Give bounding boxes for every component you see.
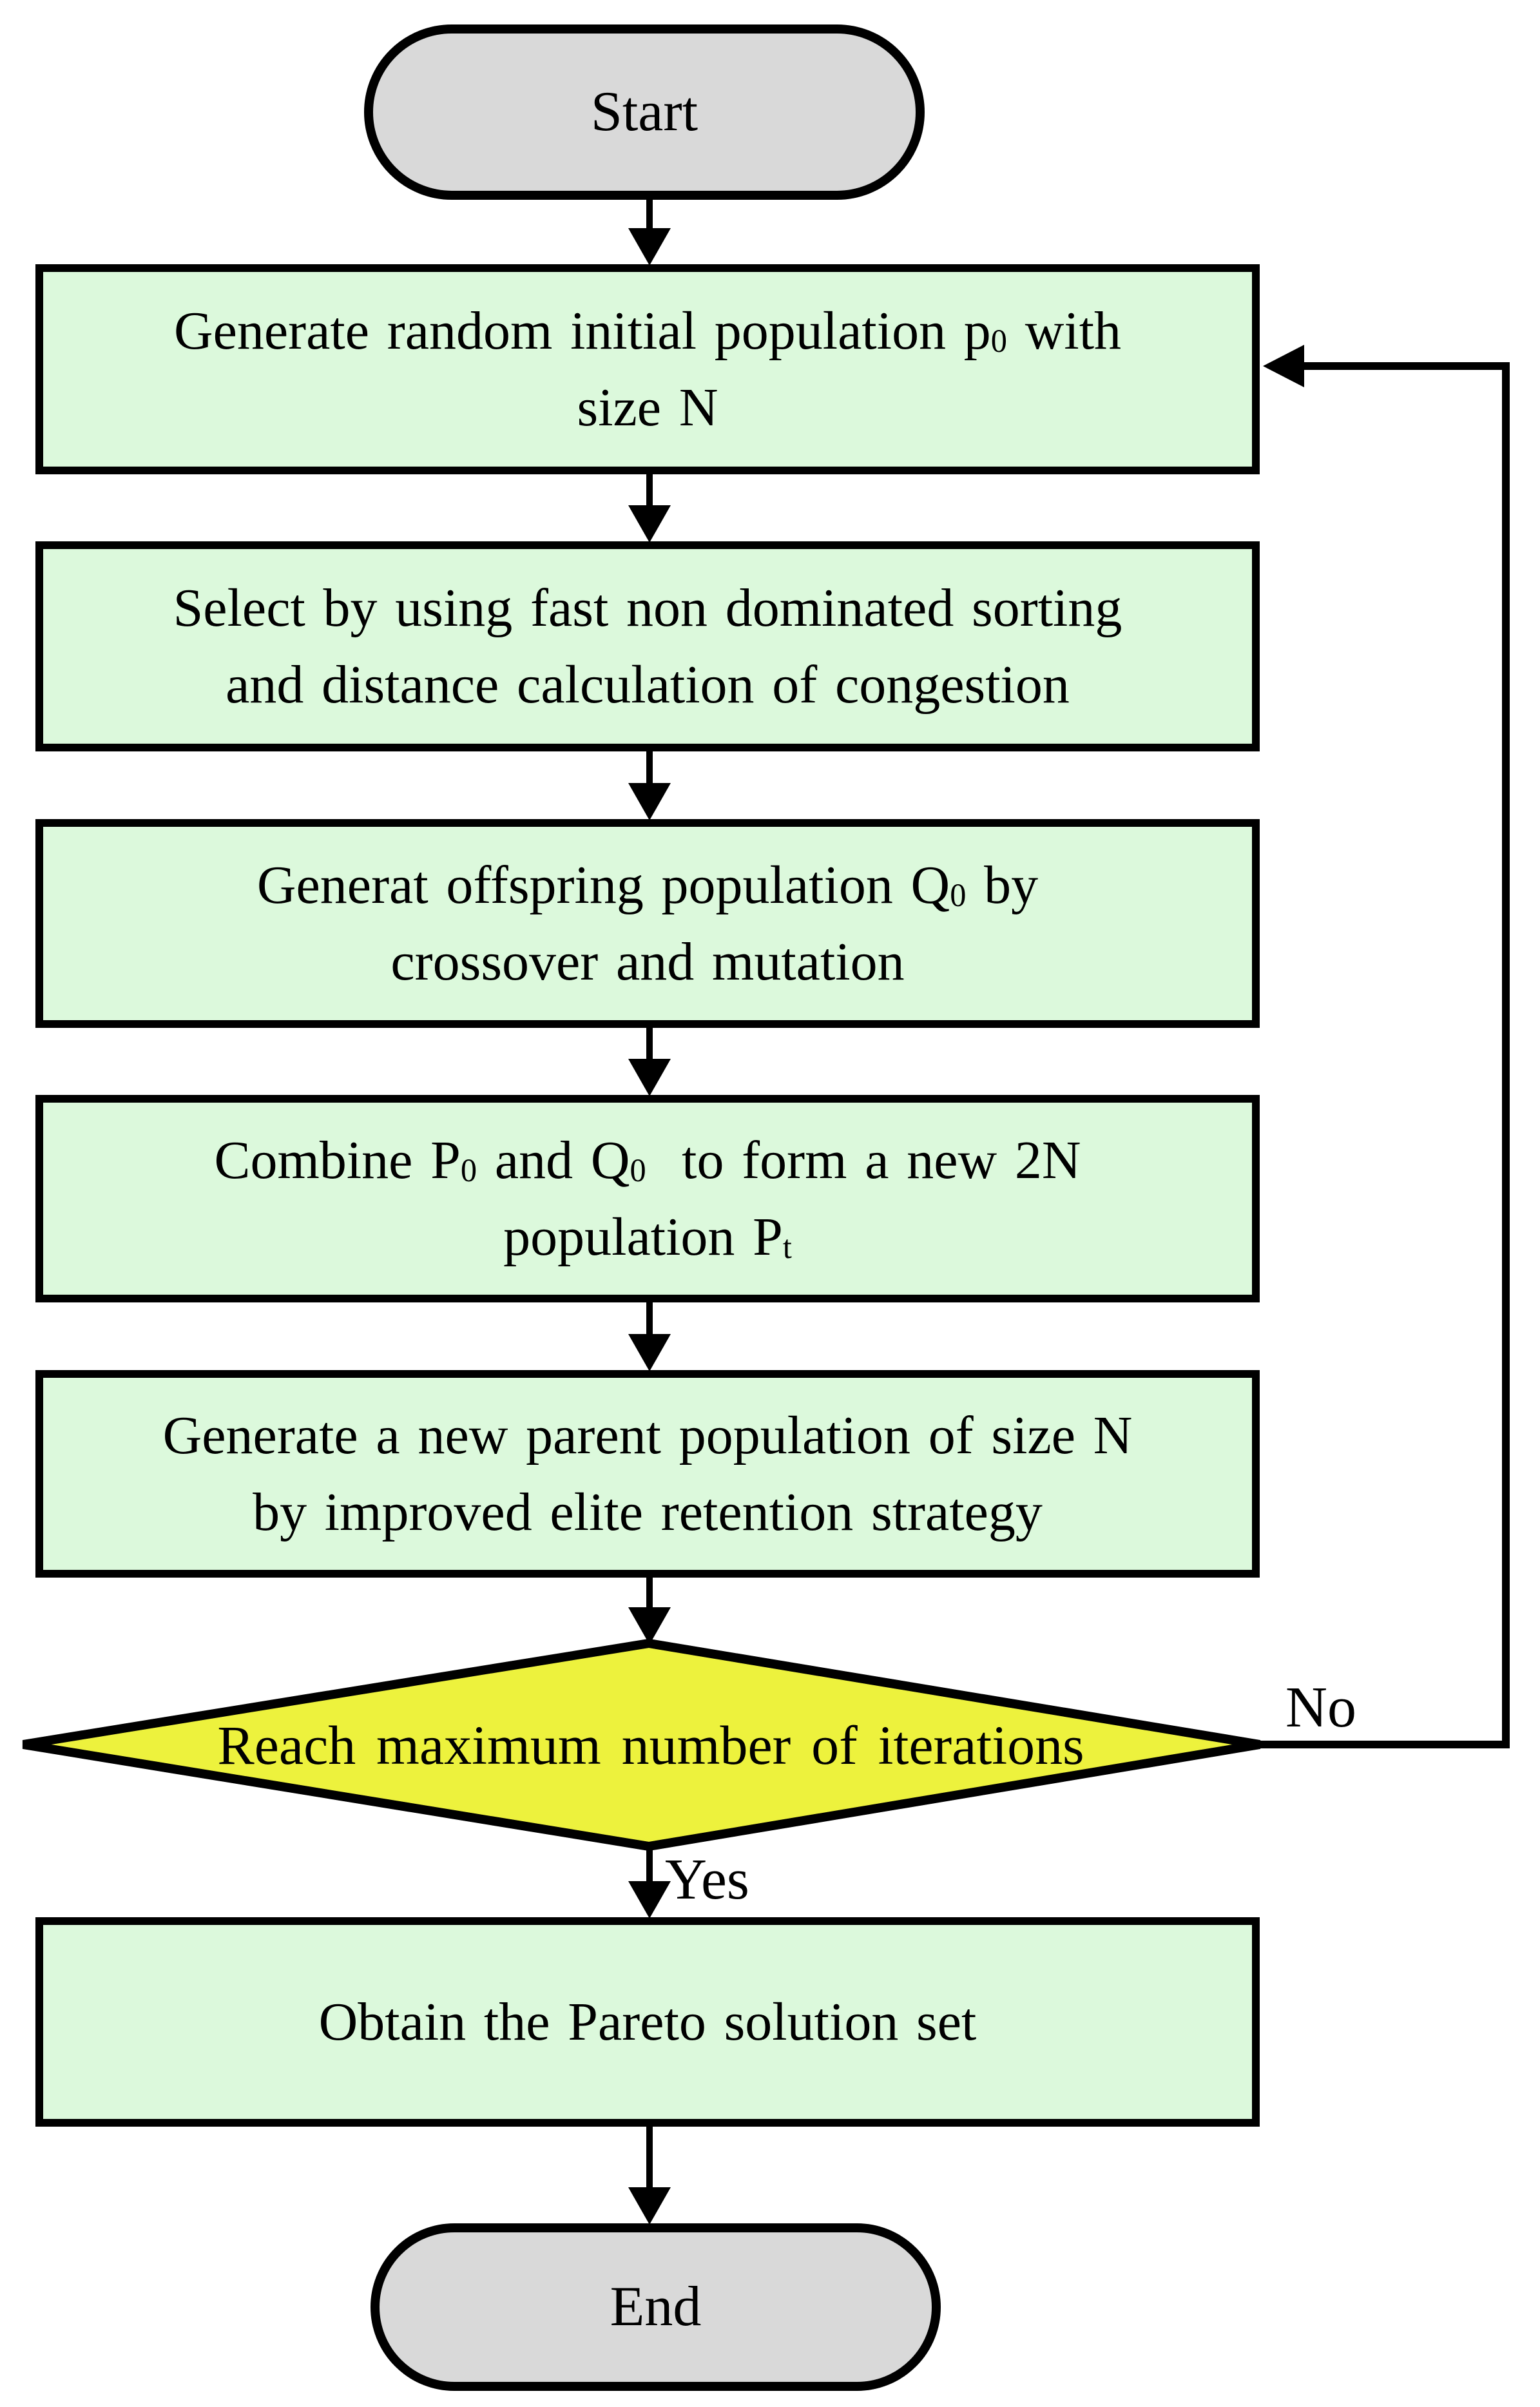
text-line: population Pt (503, 1207, 792, 1267)
node-new-parent: Generate a new parent population of size… (35, 1370, 1260, 1578)
text-line: by improved elite retention strategy (253, 1482, 1043, 1542)
arrow-decision-to-obtain-pareto (628, 1845, 671, 1919)
end-label: End (610, 2275, 702, 2338)
no-loop-connector (1260, 345, 1510, 1748)
arrow-select-sorting-to-generate-offspring (628, 750, 671, 820)
arrow-generate-initial-to-select-sorting (628, 473, 671, 543)
arrow-generate-offspring-to-combine (628, 1027, 671, 1096)
text-line: Select by using fast non dominated sorti… (173, 577, 1122, 638)
node-end: End (371, 2223, 941, 2391)
arrow-new-parent-to-decision (628, 1576, 671, 1645)
arrow-combine-to-new-parent (628, 1301, 671, 1371)
text-line: Generate a new parent population of size… (162, 1405, 1133, 1465)
node-generate-offspring: Generat offspring population Q0 by crosso… (35, 819, 1260, 1028)
start-label: Start (590, 80, 698, 143)
edge-label-yes: Yes (665, 1848, 749, 1911)
text-line: Generat offspring population Q0 by (256, 855, 1039, 915)
node-generate-initial: Generate random initial population p0 wi… (35, 264, 1260, 474)
node-combine-populations: Combine P0 and Q0 to form a new 2N popula… (35, 1095, 1260, 1302)
text-line: Combine P0 and Q0 to form a new 2N (214, 1130, 1081, 1190)
text-line: and distance calculation of congestion (226, 655, 1070, 715)
arrow-start-to-generate-initial (628, 198, 671, 266)
node-start: Start (364, 24, 925, 200)
node-obtain-pareto: Obtain the Pareto solution set (35, 1917, 1260, 2127)
text-line: crossover and mutation (390, 932, 905, 992)
edge-label-no: No (1285, 1676, 1356, 1739)
no-loop-arrowhead (1263, 345, 1304, 387)
arrow-obtain-pareto-to-end (628, 2125, 671, 2225)
text-line: size N (577, 378, 718, 438)
node-select-sorting: Select by using fast non dominated sorti… (35, 541, 1260, 751)
decision-label: Reach maximum number of iterations (217, 1714, 1084, 1776)
text-line: Generate random initial population p0 wi… (173, 300, 1122, 361)
text-line: Obtain the Pareto solution set (318, 1991, 977, 2052)
